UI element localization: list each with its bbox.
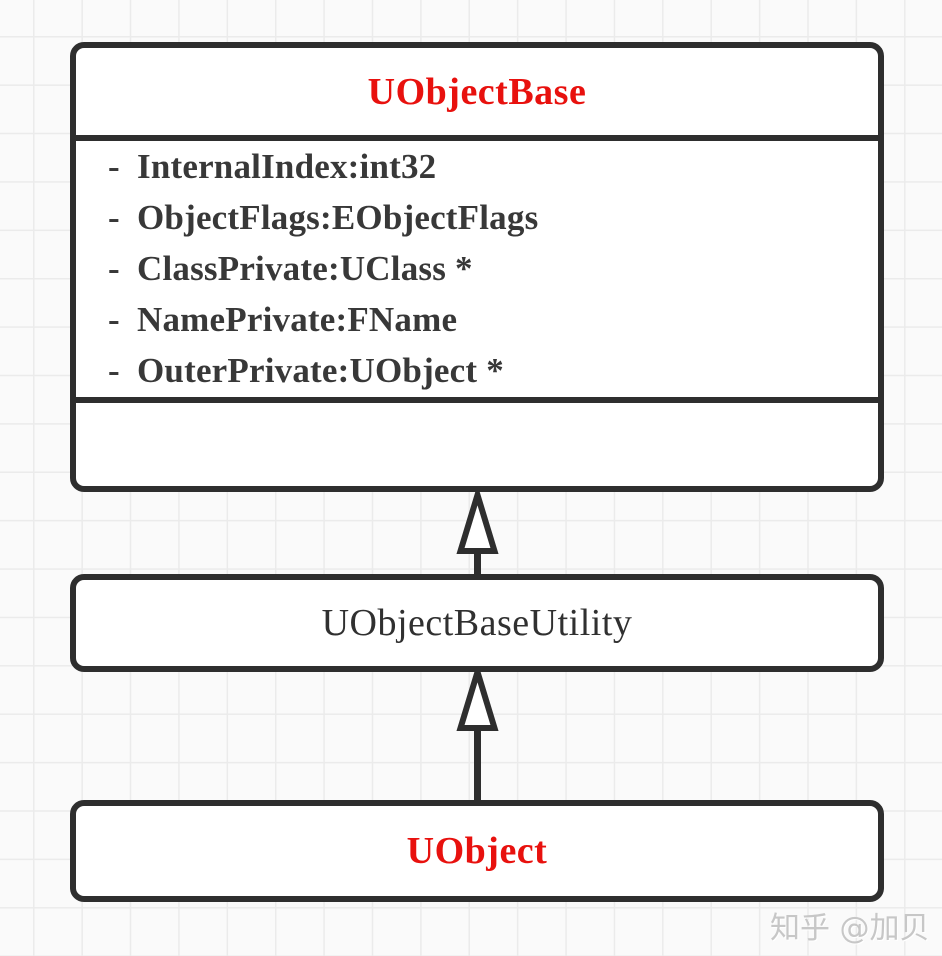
member-text: ObjectFlags:EObjectFlags xyxy=(137,197,539,237)
member-visibility-dash: - xyxy=(108,248,120,288)
class-title-uobject: UObject xyxy=(406,830,548,872)
class-member-row: - OuterPrivate:UObject * xyxy=(108,346,878,397)
inheritance-arrow-uobjectbaseutility-to-uobjectbase xyxy=(456,484,499,578)
class-members-uobjectbase: - InternalIndex:int32 - ObjectFlags:EObj… xyxy=(76,141,878,403)
class-box-uobjectbase: UObjectBase - InternalIndex:int32 - Obje… xyxy=(70,42,884,492)
member-text: NamePrivate:FName xyxy=(137,300,458,340)
inheritance-arrow-uobject-to-uobjectbaseutility xyxy=(456,661,499,804)
member-text: InternalIndex:int32 xyxy=(137,146,437,186)
class-methods-empty-section xyxy=(76,403,878,486)
class-box-uobject: UObject xyxy=(70,800,884,902)
class-member-row: - NamePrivate:FName xyxy=(108,295,878,346)
member-text: ClassPrivate:UClass * xyxy=(137,248,473,288)
member-visibility-dash: - xyxy=(108,146,120,186)
watermark: 知乎 @加贝 xyxy=(770,911,930,946)
class-box-uobjectbaseutility: UObjectBaseUtility xyxy=(70,574,884,672)
member-text: OuterPrivate:UObject * xyxy=(137,351,504,391)
class-member-row: - ClassPrivate:UClass * xyxy=(108,243,878,294)
class-title-uobjectbase: UObjectBase xyxy=(76,48,878,141)
class-member-row: - InternalIndex:int32 xyxy=(108,141,878,192)
class-member-row: - ObjectFlags:EObjectFlags xyxy=(108,192,878,243)
class-title-uobjectbaseutility: UObjectBaseUtility xyxy=(321,602,633,644)
member-visibility-dash: - xyxy=(108,300,120,340)
member-visibility-dash: - xyxy=(108,197,120,237)
member-visibility-dash: - xyxy=(108,351,120,391)
